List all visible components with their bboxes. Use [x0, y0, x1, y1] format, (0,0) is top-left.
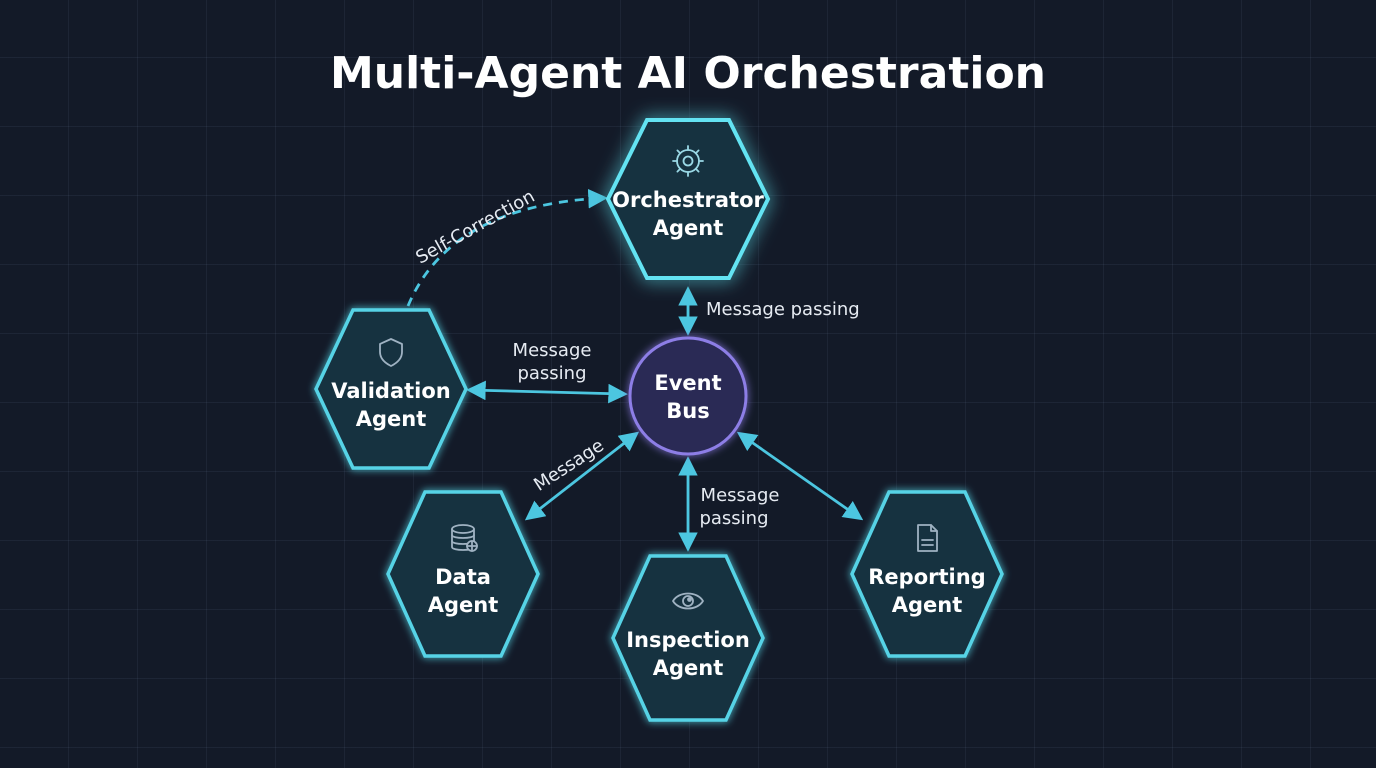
orchestrator-label-line1: Orchestrator	[612, 188, 764, 212]
inspection-label-line2: Agent	[653, 656, 724, 680]
connectors	[406, 188, 864, 552]
node-inspection-agent[interactable]: Inspection Agent	[611, 554, 765, 722]
label-self-correction: Self-Correction	[412, 186, 538, 269]
eye-icon	[672, 592, 704, 610]
node-data-agent[interactable]: Data Agent	[386, 490, 540, 658]
edge-reporting-bus	[736, 431, 864, 521]
node-orchestrator-agent[interactable]: Orchestrator Agent	[605, 118, 771, 280]
node-validation-agent[interactable]: Validation Agent	[314, 308, 468, 470]
validation-label-line2: Agent	[356, 407, 427, 431]
inspection-label-line1: Inspection	[626, 628, 750, 652]
label-inspection-bus-line2: passing	[699, 508, 768, 529]
label-validation-bus-line2: passing	[517, 363, 586, 384]
node-event-bus[interactable]: Event Bus	[628, 336, 748, 456]
validation-label-line1: Validation	[331, 379, 451, 403]
label-orchestrator-bus: Message passing	[706, 299, 860, 320]
event-bus-label-line2: Bus	[666, 399, 709, 423]
gear-icon	[672, 145, 704, 177]
node-reporting-agent[interactable]: Reporting Agent	[850, 490, 1004, 658]
shield-icon	[379, 338, 403, 367]
edge-self-correction	[406, 188, 608, 307]
reporting-label-line2: Agent	[892, 593, 963, 617]
data-label-line1: Data	[435, 565, 491, 589]
database-icon	[451, 524, 478, 552]
page-title: Multi-Agent AI Orchestration	[330, 48, 1046, 99]
label-validation-bus-line1: Message	[513, 340, 592, 361]
document-icon	[917, 524, 938, 552]
label-inspection-bus-line1: Message	[701, 485, 780, 506]
edge-validation-bus	[466, 380, 628, 404]
data-label-line2: Agent	[428, 593, 499, 617]
orchestrator-label-line2: Agent	[653, 216, 724, 240]
event-bus-label-line1: Event	[654, 371, 721, 395]
reporting-label-line1: Reporting	[868, 565, 985, 589]
edge-data-bus	[524, 431, 640, 521]
